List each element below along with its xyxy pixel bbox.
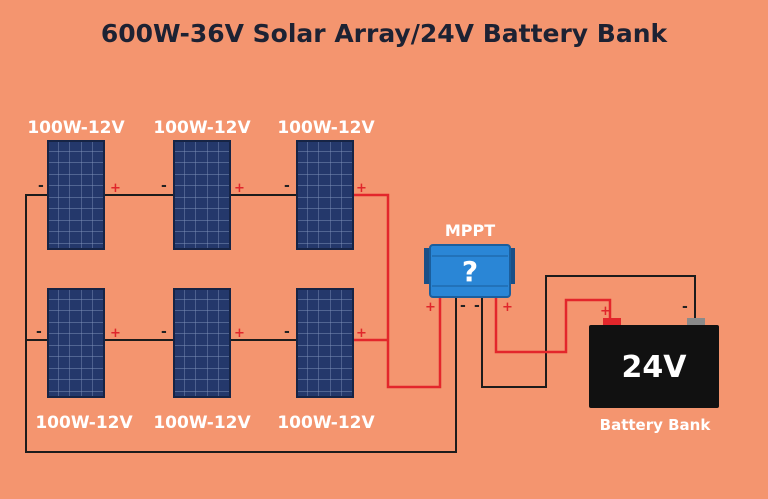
solar-panel-icon — [173, 288, 231, 398]
panel-positive-sign: + — [356, 326, 367, 341]
panel-positive-sign: + — [356, 181, 367, 196]
negative-wires — [25, 194, 696, 453]
mppt-battery-positive-sign: + — [502, 300, 513, 315]
solar-panel-icon — [173, 140, 231, 250]
panel-negative-sign: - — [161, 324, 167, 340]
panel-row-top: 100W-12V - + 100W-12V - + 100W-12V - + — [27, 118, 376, 250]
panel-negative-sign: - — [36, 324, 42, 340]
mppt-pv-negative-sign: - — [460, 298, 466, 314]
battery-voltage: 24V — [622, 350, 688, 385]
panel-label: 100W-12V — [153, 118, 251, 138]
battery-caption: Battery Bank — [600, 416, 712, 434]
solar-panel-icon — [47, 140, 105, 250]
mppt-pv-positive-sign: + — [425, 300, 436, 315]
battery-icon — [589, 318, 719, 408]
solar-panel: - + 100W-12V — [35, 288, 134, 433]
panel-positive-sign: + — [110, 326, 121, 341]
panel-negative-sign: - — [284, 324, 290, 340]
mppt-controller: MPPT ? + - - + — [424, 221, 515, 315]
panel-label: 100W-12V — [277, 118, 375, 138]
solar-panel: 100W-12V - + — [153, 118, 252, 250]
solar-panel: 100W-12V - + — [277, 118, 376, 250]
solar-panel: - + 100W-12V — [153, 288, 252, 433]
page-title: 600W-36V Solar Array/24V Battery Bank — [101, 19, 669, 48]
solar-panel: - + 100W-12V — [277, 288, 376, 433]
solar-panel: 100W-12V - + — [27, 118, 126, 250]
mppt-battery-negative-sign: - — [474, 298, 480, 314]
panel-row-bottom: - + 100W-12V - + 100W-12V - + 100W-12V — [35, 288, 376, 433]
panel-negative-sign: - — [161, 178, 167, 194]
mppt-label: MPPT — [445, 221, 495, 240]
battery-negative-sign: - — [682, 299, 688, 315]
mppt-symbol: ? — [462, 255, 478, 288]
panel-positive-sign: + — [234, 181, 245, 196]
panel-positive-sign: + — [110, 181, 121, 196]
panel-label: 100W-12V — [153, 413, 251, 433]
solar-panel-icon — [296, 140, 354, 250]
panel-positive-sign: + — [234, 326, 245, 341]
solar-panel-icon — [47, 288, 105, 398]
charge-controller-icon — [429, 244, 511, 298]
panel-label: 100W-12V — [27, 118, 125, 138]
panel-negative-sign: - — [284, 178, 290, 194]
battery-positive-sign: + — [600, 304, 611, 319]
battery-bank: + - 24V Battery Bank — [589, 299, 719, 434]
panel-negative-sign: - — [38, 178, 44, 194]
panel-label: 100W-12V — [277, 413, 375, 433]
panel-label: 100W-12V — [35, 413, 133, 433]
solar-panel-icon — [296, 288, 354, 398]
positive-wires — [352, 193, 612, 389]
